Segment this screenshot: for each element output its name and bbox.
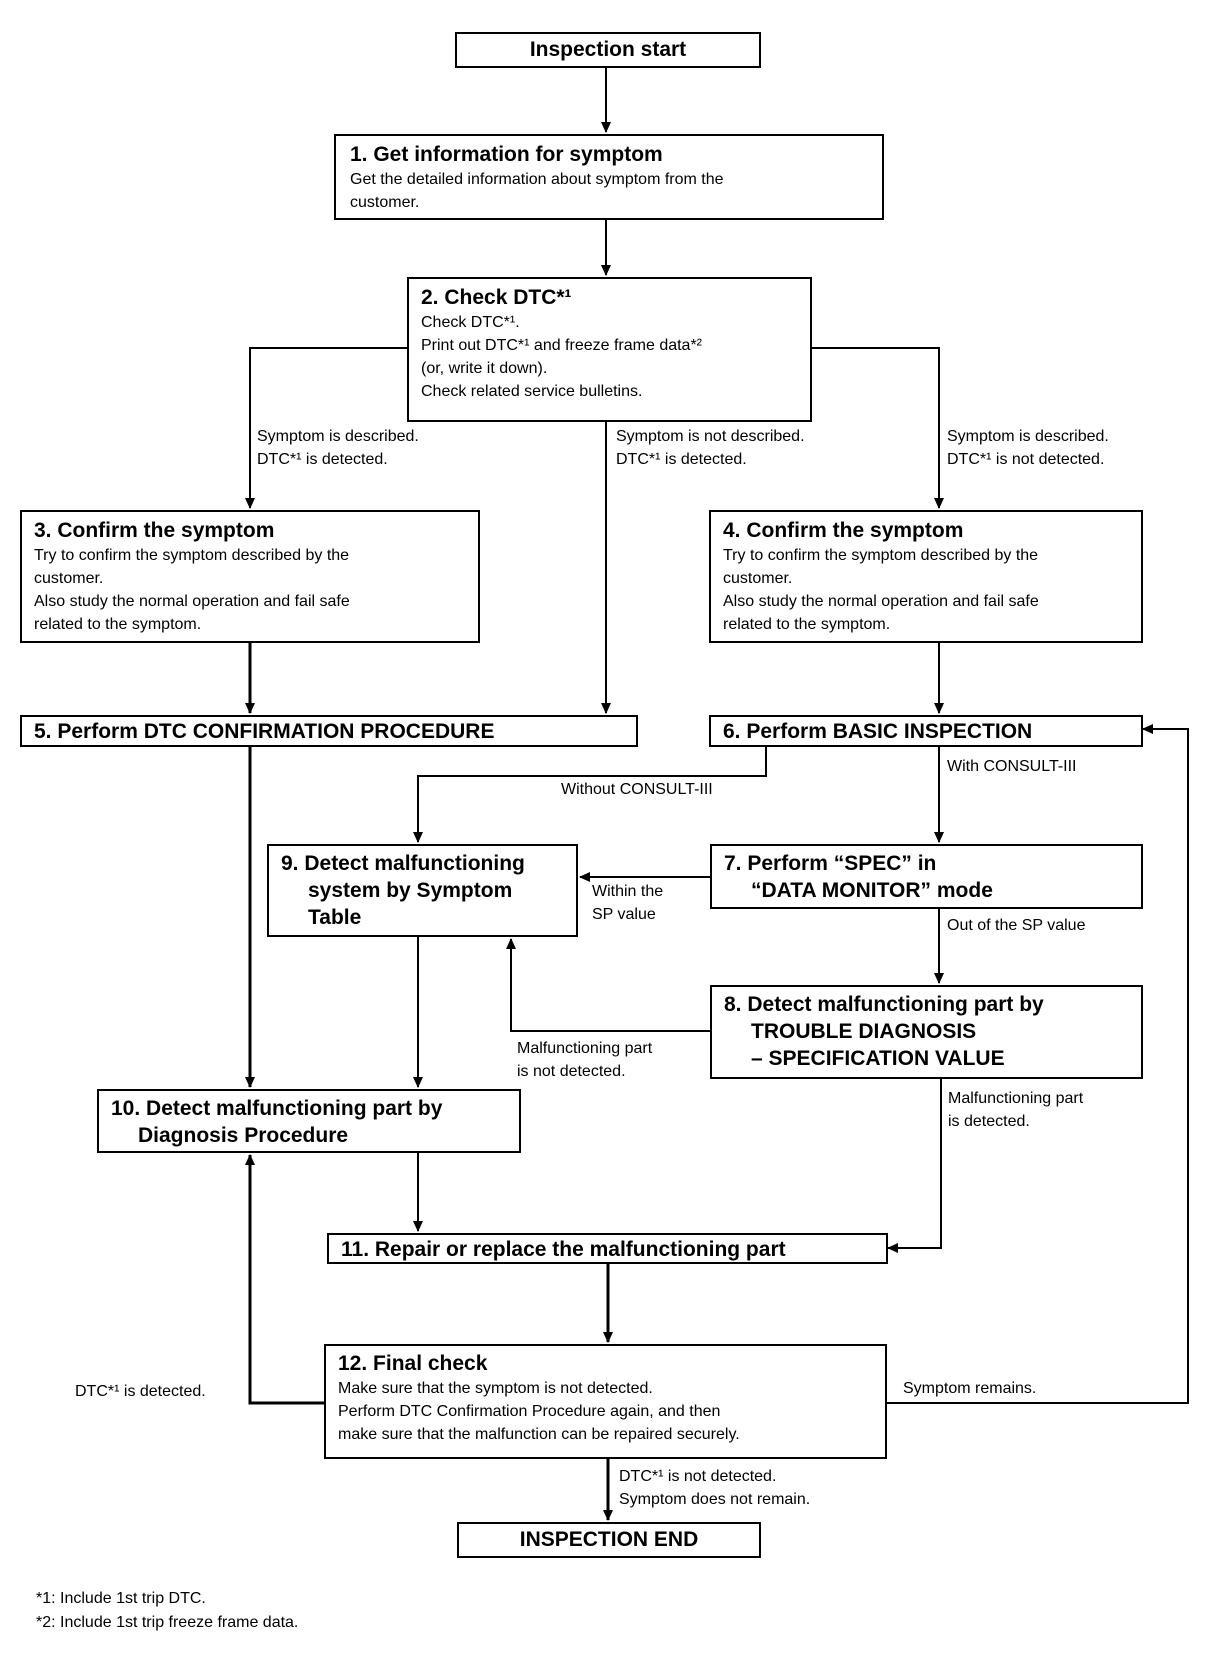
footnotes: *1: Include 1st trip DTC. *2: Include 1s… (36, 1587, 298, 1635)
footnote-text: Include 1st trip DTC. (60, 1590, 206, 1607)
step-2-title: 2. Check DTC*¹ (421, 286, 572, 309)
edge-12-to-10 (245, 1154, 324, 1405)
edge-label-within-sp: Within the SP value (592, 880, 663, 926)
edge-label-line: DTC*¹ is not detected. (947, 451, 1105, 468)
edge-label-line: Malfunctioning part (517, 1040, 653, 1057)
edge-label-line: DTC*¹ is detected. (257, 451, 388, 468)
step-9-title-line: Table (308, 906, 362, 929)
footnote-text: Include 1st trip freeze frame data. (60, 1614, 299, 1631)
edge-label-right-branch: Symptom is described. DTC*¹ is not detec… (947, 425, 1109, 471)
edge-12-to-6 (887, 724, 1189, 1404)
footnote-mark: *2: (36, 1614, 56, 1631)
inspection-end-title: INSPECTION END (519, 1528, 699, 1551)
step-6-node: 6. Perform BASIC INSPECTION (709, 715, 1143, 747)
inspection-start-node: Inspection start (455, 32, 761, 68)
edge-label-line: Symptom is described. (257, 428, 419, 445)
step-1-node: 1. Get information for symptom Get the d… (334, 134, 884, 220)
edge-6-to-9 (413, 747, 767, 843)
edge-label-line: Within the (592, 883, 664, 900)
step-12-node: 12. Final check Make sure that the sympt… (324, 1344, 887, 1459)
step-4-text-line: related to the symptom. (723, 616, 891, 633)
step-6-title: 6. Perform BASIC INSPECTION (723, 720, 1033, 743)
step-1-text-line: customer. (350, 194, 420, 211)
footnote: *2: Include 1st trip freeze frame data. (36, 1611, 298, 1635)
edge-label-without-consult: Without CONSULT-III (561, 781, 713, 798)
step-5-node: 5. Perform DTC CONFIRMATION PROCEDURE (20, 715, 638, 747)
step-4-text-line: customer. (723, 570, 793, 587)
step-10-node: 10. Detect malfunctioning part by Diagno… (97, 1089, 521, 1153)
edge-label-line: SP value (592, 906, 656, 923)
step-3-node: 3. Confirm the symptom Try to confirm th… (20, 510, 480, 643)
edge-label-line: Symptom is described. (947, 428, 1109, 445)
footnote: *1: Include 1st trip DTC. (36, 1587, 298, 1611)
edge-label-dtc-detected: DTC*¹ is detected. (75, 1383, 206, 1400)
step-3-text-line: customer. (34, 570, 104, 587)
step-4-node: 4. Confirm the symptom Try to confirm th… (709, 510, 1143, 643)
edge-8-to-9 (506, 938, 710, 1032)
step-1-text-line: Get the detailed information about sympt… (350, 171, 724, 188)
step-2-text-line: (or, write it down). (421, 360, 548, 377)
step-9-node: 9. Detect malfunctioning system by Sympt… (267, 844, 578, 937)
inspection-start-title: Inspection start (529, 38, 687, 61)
step-2-text-line: Print out DTC*¹ and freeze frame data*² (421, 337, 703, 354)
step-4-text-line: Try to confirm the symptom described by … (723, 547, 1039, 564)
inspection-end-node: INSPECTION END (457, 1522, 761, 1558)
edge-label-mid-branch: Symptom is not described. DTC*¹ is detec… (616, 425, 805, 471)
step-12-text-line: make sure that the malfunction can be re… (338, 1426, 740, 1443)
edge-8-to-11 (887, 1079, 942, 1253)
step-8-node: 8. Detect malfunctioning part by TROUBLE… (710, 985, 1143, 1079)
step-11-title: 11. Repair or replace the malfunctioning… (341, 1238, 786, 1261)
step-3-text-line: Also study the normal operation and fail… (34, 593, 350, 610)
step-8-title-line: TROUBLE DIAGNOSIS (751, 1020, 977, 1043)
step-8-title-line: – SPECIFICATION VALUE (751, 1047, 1005, 1070)
edge-label-line: Symptom is not described. (616, 428, 805, 445)
step-11-node: 11. Repair or replace the malfunctioning… (327, 1233, 888, 1264)
step-12-text-line: Make sure that the symptom is not detect… (338, 1380, 653, 1397)
step-2-text-line: Check DTC*¹. (421, 314, 520, 331)
step-4-text-line: Also study the normal operation and fail… (723, 593, 1039, 610)
step-3-text-line: related to the symptom. (34, 616, 202, 633)
edge-label-out-of-sp: Out of the SP value (947, 917, 1086, 934)
step-7-title-line: “DATA MONITOR” mode (751, 879, 993, 902)
edge-label-line: DTC*¹ is not detected. (619, 1468, 777, 1485)
edge-label-line: is detected. (948, 1113, 1030, 1130)
edge-2-to-4 (812, 347, 944, 509)
edge-label-line: Symptom does not remain. (619, 1491, 811, 1508)
edge-2-to-3 (245, 347, 407, 509)
step-1-title: 1. Get information for symptom (350, 143, 663, 166)
footnote-mark: *1: (36, 1590, 56, 1607)
step-2-node: 2. Check DTC*¹ Check DTC*¹. Print out DT… (407, 277, 812, 422)
step-9-title-line: 9. Detect malfunctioning (281, 852, 525, 875)
edge-label-with-consult: With CONSULT-III (947, 758, 1077, 775)
edge-label-line: DTC*¹ is detected. (616, 451, 747, 468)
step-4-title: 4. Confirm the symptom (723, 519, 964, 542)
step-2-text-line: Check related service bulletins. (421, 383, 643, 400)
step-9-title-line: system by Symptom (308, 879, 513, 902)
step-3-title: 3. Confirm the symptom (34, 519, 275, 542)
step-5-title: 5. Perform DTC CONFIRMATION PROCEDURE (34, 720, 495, 743)
edge-label-line: is not detected. (517, 1063, 626, 1080)
edge-label-malf-detected: Malfunctioning part is detected. (948, 1087, 1083, 1133)
step-8-title-line: 8. Detect malfunctioning part by (724, 993, 1044, 1016)
edge-label-line: Malfunctioning part (948, 1090, 1084, 1107)
step-12-title: 12. Final check (338, 1352, 488, 1375)
step-10-title-line: 10. Detect malfunctioning part by (111, 1097, 443, 1120)
edge-label-malf-not-detected: Malfunctioning part is not detected. (517, 1037, 652, 1083)
edge-label-left-branch: Symptom is described. DTC*¹ is detected. (257, 425, 419, 471)
step-3-text-line: Try to confirm the symptom described by … (34, 547, 350, 564)
edge-label-final-ok: DTC*¹ is not detected. Symptom does not … (619, 1465, 810, 1511)
step-12-text-line: Perform DTC Confirmation Procedure again… (338, 1403, 721, 1420)
edge-label-symptom-remains: Symptom remains. (903, 1380, 1037, 1397)
step-10-title-line: Diagnosis Procedure (138, 1124, 349, 1147)
step-7-node: 7. Perform “SPEC” in “DATA MONITOR” mode (710, 844, 1143, 909)
step-7-title-line: 7. Perform “SPEC” in (724, 852, 937, 875)
